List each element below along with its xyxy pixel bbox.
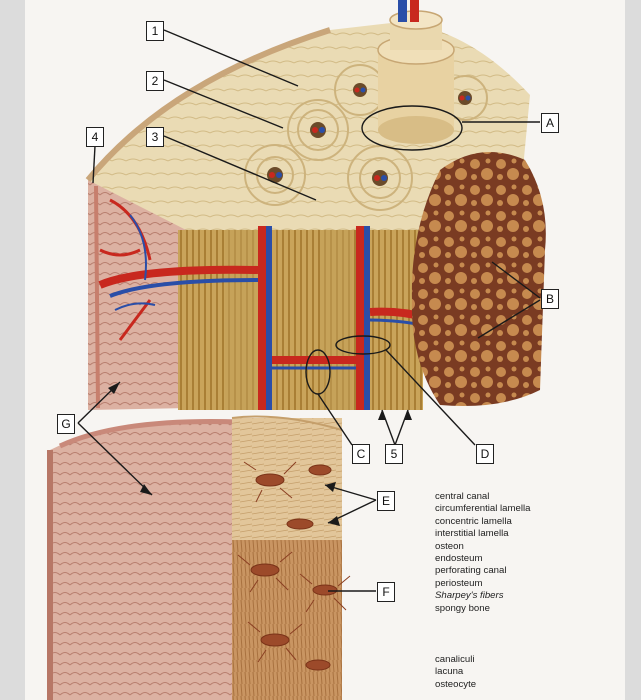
label-box-e: E <box>377 491 395 511</box>
label-box-c: C <box>352 444 370 464</box>
term-canaliculi: canaliculi <box>435 654 475 665</box>
label-box-2: 2 <box>146 71 164 91</box>
zoom-cut-face <box>232 540 342 700</box>
term-osteon: osteon <box>435 540 464 552</box>
label-box-f: F <box>377 582 395 602</box>
term-concentric-lamella: concentric lamella <box>435 515 512 527</box>
osteocytes <box>250 464 338 671</box>
label-box-a: A <box>541 113 559 133</box>
spongy-bone <box>411 152 546 406</box>
label-box-3: 3 <box>146 127 164 147</box>
osteon-cylinder <box>377 0 455 144</box>
term-endosteum: endosteum <box>435 553 483 565</box>
label-box-1: 1 <box>146 21 164 41</box>
term-periosteum: periosteum <box>435 577 483 589</box>
label-box-5: 5 <box>385 444 403 464</box>
term-circumferential-lamella: circumferential lamella <box>435 503 531 515</box>
blood-vessels <box>98 198 430 410</box>
label-box-d: D <box>476 444 494 464</box>
word-bank-2: canaliculi lacuna osteocyte <box>435 654 476 691</box>
term-sharpeys-fibers: Sharpey's fibers <box>435 590 504 602</box>
zoom-periosteum <box>50 419 240 700</box>
term-perforating-canal: perforating canal <box>435 565 507 577</box>
term-lacuna: lacuna <box>435 666 464 678</box>
term-osteocyte: osteocyte <box>435 678 477 690</box>
canaliculi-lines <box>237 461 351 663</box>
osteon-rings <box>244 64 488 211</box>
label-box-g: G <box>57 414 75 434</box>
term-interstitial-lamella: interstitial lamella <box>435 528 509 540</box>
label-box-b: B <box>541 289 559 309</box>
leader-arrowheads <box>108 382 412 526</box>
term-spongy-bone: spongy bone <box>435 602 490 614</box>
term-central-canal: central canal <box>435 491 490 502</box>
word-bank-1: central canal circumferential lamella co… <box>435 491 530 615</box>
label-box-4: 4 <box>86 127 104 147</box>
